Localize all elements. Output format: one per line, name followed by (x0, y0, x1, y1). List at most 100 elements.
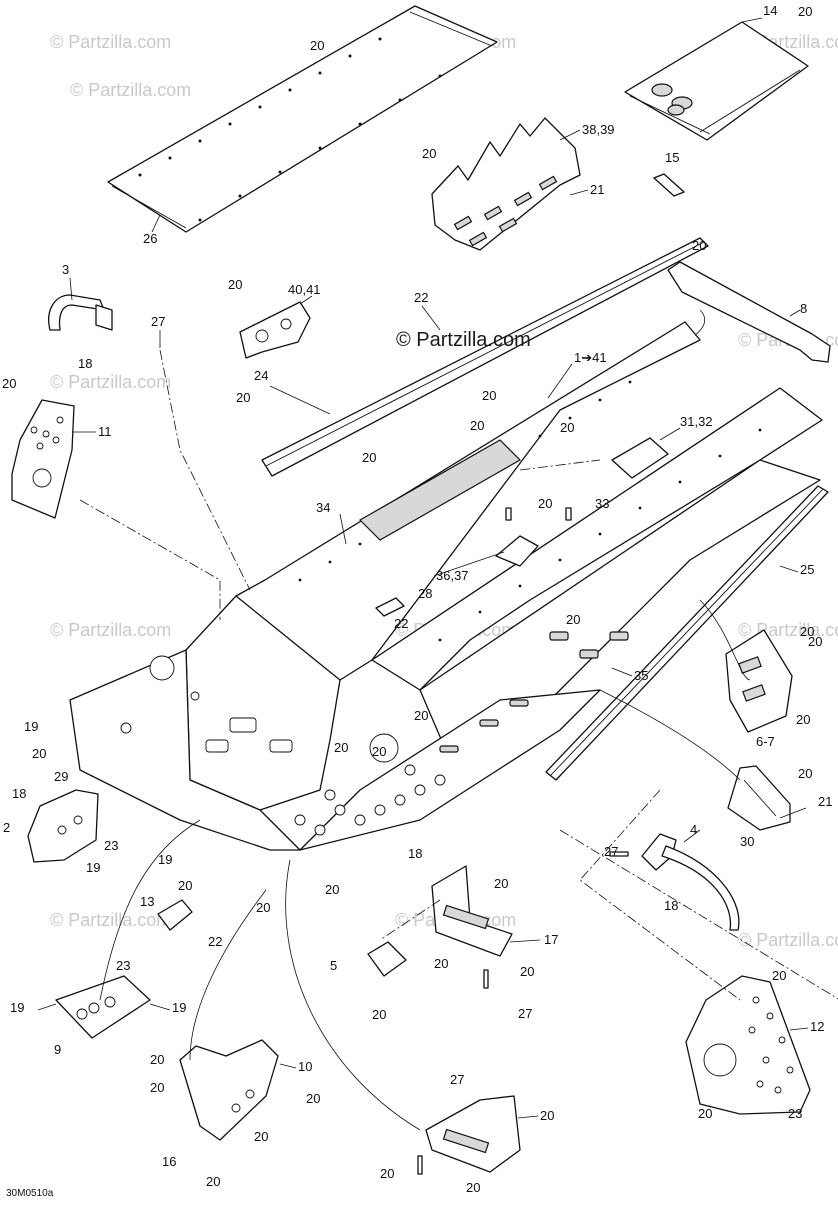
callout-label[interactable]: 5 (330, 958, 337, 973)
callout-label[interactable]: 20 (466, 1180, 480, 1195)
callout-label[interactable]: 2 (3, 820, 10, 835)
callout-label[interactable]: 29 (54, 769, 68, 784)
callout-label[interactable]: 20 (692, 238, 706, 253)
callout-label[interactable]: 40,41 (288, 282, 321, 297)
callout-label[interactable]: 20 (482, 388, 496, 403)
callout-label[interactable]: 20 (796, 712, 810, 727)
callout-label[interactable]: 20 (32, 746, 46, 761)
part-24-rail-edge (265, 241, 705, 467)
callout-label[interactable]: 8 (800, 301, 807, 316)
callout-label[interactable]: 19 (86, 860, 100, 875)
callout-label[interactable]: 31,32 (680, 414, 713, 429)
part-11-side-plate (11, 399, 75, 519)
callout-label[interactable]: 20 (150, 1052, 164, 1067)
callout-label[interactable]: 4 (690, 822, 697, 837)
callout-label[interactable]: 20 (306, 1091, 320, 1106)
callout-label[interactable]: 22 (414, 290, 428, 305)
callout-label[interactable]: 20 (228, 277, 242, 292)
watermark-text: © Partzilla.com (70, 80, 191, 100)
callout-label[interactable]: 20 (362, 450, 376, 465)
callout-label[interactable]: 35 (634, 668, 648, 683)
callout-label[interactable]: 20 (772, 968, 786, 983)
callout-label[interactable]: 23 (116, 958, 130, 973)
callout-label[interactable]: 20 (236, 390, 250, 405)
part-10-bracket (179, 1039, 279, 1141)
callout-label[interactable]: 24 (254, 368, 268, 383)
callout-label[interactable]: 20 (325, 882, 339, 897)
callout-label[interactable]: 20 (256, 900, 270, 915)
callout-label[interactable]: 20 (798, 4, 812, 19)
callout-label[interactable]: 19 (172, 1000, 186, 1015)
callout-label[interactable]: 20 (494, 876, 508, 891)
callout-label[interactable]: 20 (334, 740, 348, 755)
callout-label[interactable]: 20 (178, 878, 192, 893)
callout-label[interactable]: 25 (800, 562, 814, 577)
callout-label[interactable]: 19 (24, 719, 38, 734)
bracket-hole (255, 329, 269, 343)
assembly-lines (79, 309, 838, 1131)
callout-label[interactable]: 20 (372, 1007, 386, 1022)
callout-label[interactable]: 6-7 (756, 734, 775, 749)
callout-label[interactable]: 19 (158, 852, 172, 867)
callout-label[interactable]: 20 (422, 146, 436, 161)
callout-label[interactable]: 20 (520, 964, 534, 979)
callout-label[interactable]: 20 (808, 634, 822, 649)
callout-label[interactable]: 26 (143, 231, 157, 246)
callout-label[interactable]: 20 (254, 1129, 268, 1144)
callout-label[interactable]: 21 (590, 182, 604, 197)
callout-label[interactable]: 18 (12, 786, 26, 801)
callout-label[interactable]: 27 (604, 844, 618, 859)
part-2-bracket (27, 789, 99, 863)
callout-label[interactable]: 20 (566, 612, 580, 627)
callout-label[interactable]: 3 (62, 262, 69, 277)
callout-label[interactable]: 10 (298, 1059, 312, 1074)
callout-label[interactable]: 38,39 (582, 122, 615, 137)
callout-label[interactable]: 23 (104, 838, 118, 853)
callout-label[interactable]: 27 (151, 314, 165, 329)
callout-label[interactable]: 28 (418, 586, 432, 601)
callout-label[interactable]: 20 (414, 708, 428, 723)
callout-label[interactable]: 20 (372, 744, 386, 759)
center-watermark: © Partzilla.com (396, 329, 531, 351)
callout-label[interactable]: 20 (798, 766, 812, 781)
bracket-hole (280, 318, 292, 330)
callout-label[interactable]: 18 (78, 356, 92, 371)
callout-label[interactable]: 27 (518, 1006, 532, 1021)
callout-label[interactable]: 20 (380, 1166, 394, 1181)
drawing-code: 30M0510a (6, 1188, 54, 1199)
callout-label[interactable]: 20 (206, 1174, 220, 1189)
callout-label[interactable]: 27 (450, 1072, 464, 1087)
callout-label[interactable]: 11 (98, 424, 112, 439)
callout-label[interactable]: 20 (470, 418, 484, 433)
callout-label[interactable]: 20 (310, 38, 324, 53)
callout-label[interactable]: 20 (698, 1106, 712, 1121)
callout-label[interactable]: 14 (763, 3, 777, 18)
callout-label[interactable]: 1➔41 (574, 350, 607, 365)
callout-label[interactable]: 36,37 (436, 568, 469, 583)
watermark-text: © Partzilla.com (50, 32, 171, 52)
callout-label[interactable]: 33 (595, 496, 609, 511)
callout-label[interactable]: 16 (162, 1154, 176, 1169)
callout-label[interactable]: 18 (408, 846, 422, 861)
callout-label[interactable]: 21 (818, 794, 832, 809)
callout-label[interactable]: 19 (10, 1000, 24, 1015)
callout-label[interactable]: 20 (2, 376, 16, 391)
callout-label[interactable]: 34 (316, 500, 330, 515)
callout-label[interactable]: 12 (810, 1019, 824, 1034)
callout-label[interactable]: 20 (560, 420, 574, 435)
callout-label[interactable]: 20 (540, 1108, 554, 1123)
callout-label[interactable]: 30 (740, 834, 754, 849)
callout-label[interactable]: 22 (394, 616, 408, 631)
callout-label[interactable]: 20 (150, 1080, 164, 1095)
callout-label[interactable]: 22 (208, 934, 222, 949)
callout-label[interactable]: 17 (544, 932, 558, 947)
callout-label[interactable]: 9 (54, 1042, 61, 1057)
callout-label[interactable]: 15 (665, 150, 679, 165)
callout-label[interactable]: 13 (140, 894, 154, 909)
callout-label[interactable]: 20 (800, 624, 814, 639)
callout-label[interactable]: 18 (664, 898, 678, 913)
callout-label[interactable]: 20 (538, 496, 552, 511)
callout-label[interactable]: 20 (434, 956, 448, 971)
callout-label[interactable]: 23 (788, 1106, 802, 1121)
